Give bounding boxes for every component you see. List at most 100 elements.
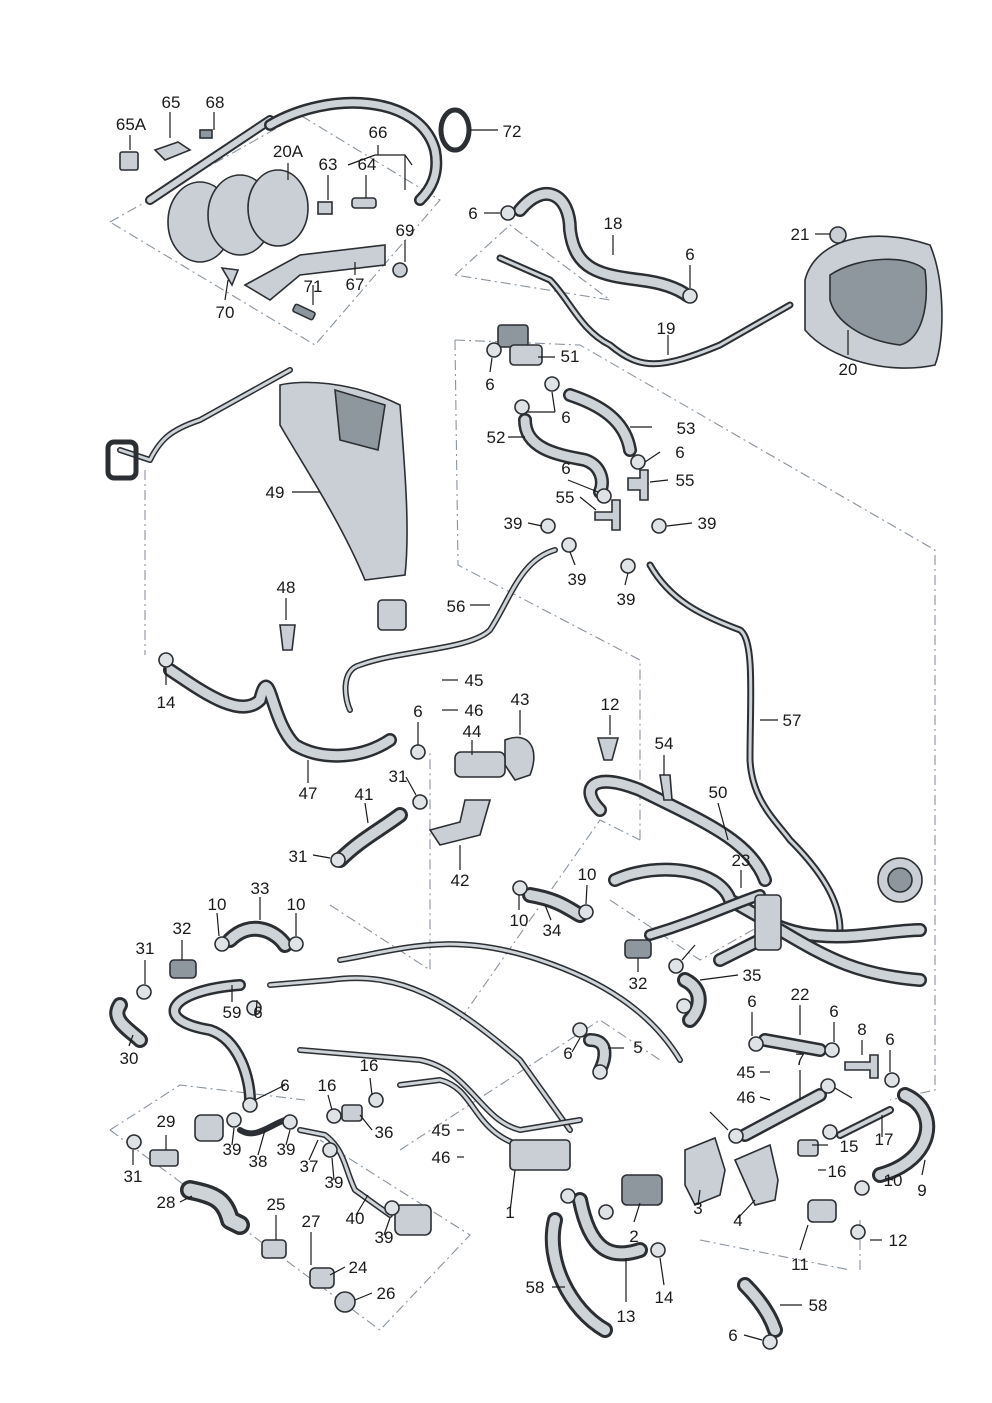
label-32: 32 [629, 974, 648, 993]
label-10: 10 [884, 1171, 903, 1190]
label-23: 23 [732, 851, 751, 870]
canister-20 [804, 235, 943, 369]
label-31: 31 [389, 767, 408, 786]
label-39: 39 [568, 570, 587, 589]
label-58: 58 [809, 1296, 828, 1315]
label-32: 32 [173, 919, 192, 938]
label-57: 57 [783, 711, 802, 730]
label-68: 68 [206, 93, 225, 112]
label-4: 4 [733, 1211, 742, 1230]
label-53: 53 [677, 419, 696, 438]
label-33: 33 [251, 879, 270, 898]
label-29: 29 [157, 1112, 176, 1131]
label-5: 5 [633, 1038, 642, 1057]
reservoir-20a [167, 169, 309, 263]
label-63: 63 [319, 155, 338, 174]
label-10: 10 [287, 895, 306, 914]
label-9: 9 [917, 1181, 926, 1200]
label-6: 6 [728, 1326, 737, 1345]
label-45: 45 [465, 671, 484, 690]
label-20a: 20A [273, 142, 304, 161]
label-66: 66 [369, 123, 388, 142]
label-70: 70 [216, 303, 235, 322]
label-43: 43 [511, 690, 530, 709]
label-44: 44 [463, 722, 482, 741]
label-48: 48 [277, 578, 296, 597]
label-6: 6 [561, 408, 570, 427]
label-6: 6 [253, 1003, 262, 1022]
label-14: 14 [157, 693, 176, 712]
label-2: 2 [629, 1227, 638, 1246]
resonator-49 [279, 381, 408, 631]
label-19: 19 [657, 319, 676, 338]
label-16: 16 [828, 1162, 847, 1181]
label-39: 39 [617, 590, 636, 609]
label-52: 52 [487, 428, 506, 447]
label-42: 42 [451, 871, 470, 890]
label-6: 6 [413, 702, 422, 721]
label-38: 38 [249, 1152, 268, 1171]
label-31: 31 [289, 847, 308, 866]
label-21: 21 [791, 225, 810, 244]
label-46: 46 [737, 1088, 756, 1107]
label-3: 3 [693, 1199, 702, 1218]
label-7: 7 [795, 1050, 804, 1069]
label-55: 55 [676, 471, 695, 490]
label-49: 49 [266, 483, 285, 502]
label-39: 39 [698, 514, 717, 533]
label-46: 46 [465, 701, 484, 720]
label-12: 12 [889, 1231, 908, 1250]
label-59: 59 [223, 1003, 242, 1022]
label-65a: 65A [116, 115, 147, 134]
label-45: 45 [737, 1063, 756, 1082]
label-12: 12 [601, 695, 620, 714]
leader-lines [128, 112, 926, 1341]
label-6: 6 [747, 992, 756, 1011]
label-47: 47 [299, 784, 318, 803]
label-67: 67 [346, 275, 365, 294]
label-56: 56 [447, 597, 466, 616]
label-6: 6 [829, 1002, 838, 1021]
label-54: 54 [655, 734, 674, 753]
label-31: 31 [124, 1167, 143, 1186]
label-24: 24 [349, 1258, 368, 1277]
label-6: 6 [468, 204, 477, 223]
label-51: 51 [561, 347, 580, 366]
label-39: 39 [277, 1140, 296, 1159]
label-6: 6 [885, 1030, 894, 1049]
label-69: 69 [396, 221, 415, 240]
label-30: 30 [120, 1049, 139, 1068]
label-39: 39 [223, 1140, 242, 1159]
label-46: 46 [432, 1148, 451, 1167]
label-39: 39 [375, 1228, 394, 1247]
label-13: 13 [617, 1307, 636, 1326]
label-55: 55 [556, 488, 575, 507]
label-6: 6 [485, 375, 494, 394]
label-41: 41 [355, 785, 374, 804]
hoses [105, 96, 936, 1338]
assembly-boundary-lines [108, 114, 936, 1331]
label-71: 71 [304, 277, 323, 296]
label-65: 65 [162, 93, 181, 112]
label-35: 35 [743, 966, 762, 985]
label-6: 6 [280, 1076, 289, 1095]
components [119, 107, 943, 1313]
label-1: 1 [505, 1203, 514, 1222]
label-20: 20 [839, 360, 858, 379]
label-11: 11 [791, 1255, 809, 1274]
label-8: 8 [857, 1020, 866, 1039]
label-31: 31 [136, 939, 155, 958]
label-6: 6 [561, 459, 570, 478]
label-64: 64 [358, 155, 377, 174]
label-16: 16 [360, 1056, 379, 1075]
label-34: 34 [543, 921, 562, 940]
label-6: 6 [675, 443, 684, 462]
clamps [126, 205, 900, 1350]
label-39: 39 [325, 1173, 344, 1192]
label-25: 25 [267, 1195, 286, 1214]
label-22: 22 [791, 985, 810, 1004]
label-72: 72 [503, 122, 522, 141]
label-10: 10 [208, 895, 227, 914]
